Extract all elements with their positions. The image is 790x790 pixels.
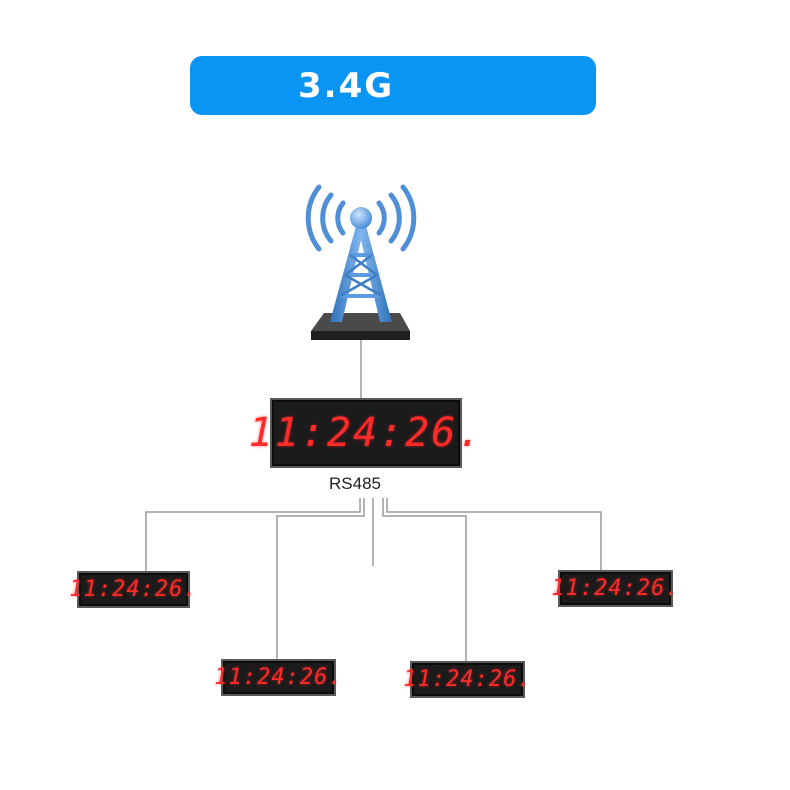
bus-label: RS485 (329, 474, 381, 493)
slave-clock-3: 11:24:26. (403, 661, 532, 698)
slave-clock-2: 11:24:26. (214, 659, 343, 696)
slave-clock-time: 11:24:26. (69, 577, 198, 602)
line-to-clock-1 (145, 498, 361, 571)
master-clock-time: 11:24:26. (248, 410, 484, 456)
slave-clock-time: 11:24:26. (214, 665, 343, 690)
slave-clock-1: 11:24:26. (69, 571, 198, 608)
line-to-clock-2 (276, 498, 365, 659)
slave-clock-time: 11:24:26. (403, 667, 532, 692)
slave-clock-time: 11:24:26. (551, 576, 680, 601)
cell-tower-icon (305, 184, 417, 340)
slave-clock-4: 11:24:26. (551, 570, 680, 607)
banner-title: 3.4G (298, 66, 395, 106)
title-banner: 3.4G (190, 56, 596, 115)
master-clock: 11:24:26. (248, 398, 484, 468)
line-to-clock-3 (382, 498, 467, 661)
line-to-clock-4 (386, 498, 602, 570)
connection-lines (145, 340, 602, 661)
